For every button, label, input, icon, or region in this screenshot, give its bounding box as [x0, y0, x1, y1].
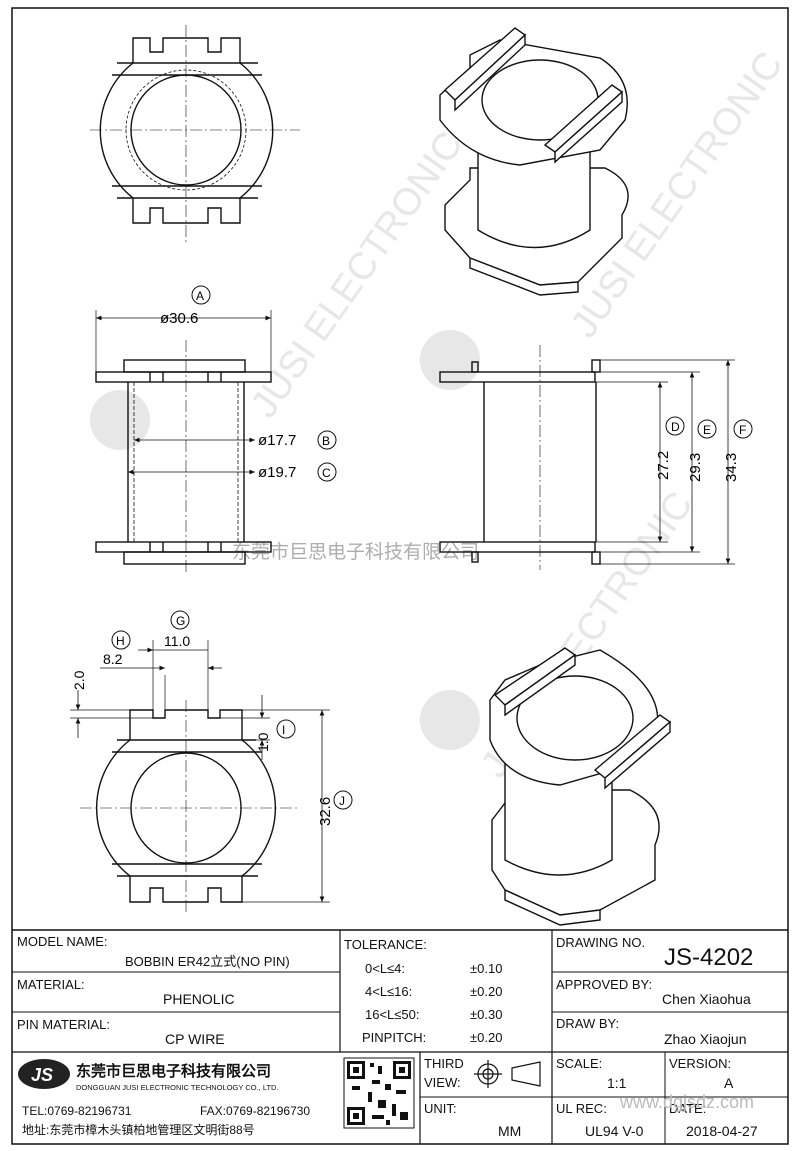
pin-material-value: CP WIRE — [165, 1031, 225, 1047]
watermark: JUSI ELECTRONIC JUSI ELECTRONIC JUSI ELE… — [90, 44, 791, 785]
watermark-company: 东莞市巨思电子科技有限公司 — [232, 541, 479, 563]
title-block-grid — [12, 929, 788, 1144]
dim-g-value: 11.0 — [164, 633, 190, 649]
material-label: MATERIAL: — [17, 977, 85, 992]
dim-d-value: 27.2 — [655, 451, 672, 480]
dim-g-tag: G — [176, 614, 185, 628]
dim-a-tag: A — [196, 289, 204, 303]
approved-by-value: Chen Xiaohua — [662, 991, 751, 1007]
tolerance-label: TOLERANCE: — [344, 937, 427, 952]
company-fax: FAX:0769-82196730 — [200, 1104, 310, 1118]
version-label: VERSION: — [669, 1056, 731, 1071]
dim-h2-value: 2.0 — [71, 670, 87, 690]
company-address: 地址:东莞市樟木头镇柏地管理区文明街88号 — [22, 1122, 255, 1137]
version-value: A — [724, 1075, 734, 1091]
company-cn: 东莞市巨思电子科技有限公司 — [76, 1062, 271, 1080]
pin-material-label: PIN MATERIAL: — [17, 1017, 110, 1032]
iso-view-bottom — [489, 647, 672, 926]
ul-rec-value: UL94 V-0 — [585, 1123, 644, 1139]
dim-i-value: 1.0 — [255, 732, 271, 752]
tolerance-value-0: ±0.10 — [470, 961, 502, 976]
company-logo-text: JS — [31, 1065, 53, 1085]
company-logo: JS — [18, 1059, 70, 1089]
third-view-label-2: VIEW: — [424, 1075, 461, 1090]
draw-by-value: Zhao Xiaojun — [664, 1031, 747, 1047]
unit-label: UNIT: — [424, 1101, 457, 1116]
scale-value: 1:1 — [607, 1075, 627, 1091]
dim-b-value: ø17.7 — [258, 432, 296, 449]
dim-c-value: ø19.7 — [258, 464, 296, 481]
qr-code — [343, 1057, 415, 1129]
dim-h-value: 8.2 — [103, 651, 123, 667]
dim-f-value: 34.3 — [723, 453, 740, 482]
draw-by-label: DRAW BY: — [556, 1016, 619, 1031]
third-view-label-1: THIRD — [424, 1056, 464, 1071]
dim-j-value: 32.6 — [317, 797, 334, 826]
date-label: DATE: — [669, 1101, 706, 1116]
dim-h-tag: H — [116, 634, 125, 648]
website-watermark: www.dgjsdz.com — [619, 1092, 754, 1112]
dim-i-tag: I — [282, 723, 285, 737]
drawing-no-label: DRAWING NO. — [556, 935, 645, 950]
top-view — [90, 25, 300, 245]
tolerance-value-3: ±0.20 — [470, 1030, 502, 1045]
side-view — [439, 345, 753, 570]
company-tel: TEL:0769-82196731 — [22, 1104, 132, 1118]
tolerance-value-1: ±0.20 — [470, 984, 502, 999]
dim-e-value: 29.3 — [687, 453, 704, 482]
iso-view-top — [439, 27, 629, 296]
tolerance-range-0: 0<L≤4: — [365, 961, 405, 976]
scale-label: SCALE: — [556, 1056, 602, 1071]
drawing-no-value: JS-4202 — [664, 944, 753, 971]
model-name-value: BOBBIN ER42立式(NO PIN) — [125, 954, 290, 969]
material-value: PHENOLIC — [163, 991, 235, 1007]
tolerance-range-3: PINPITCH: — [362, 1030, 426, 1045]
dim-j-tag: J — [339, 794, 345, 808]
tolerance-value-2: ±0.30 — [470, 1007, 502, 1022]
dim-b-tag: B — [322, 434, 330, 448]
date-value: 2018-04-27 — [686, 1123, 758, 1139]
third-angle-projection-icon — [474, 1060, 541, 1088]
dim-e-tag: E — [703, 423, 711, 437]
approved-by-label: APPROVED BY: — [556, 977, 652, 992]
dim-a-value: ø30.6 — [160, 310, 198, 327]
bottom-view — [70, 610, 353, 915]
tolerance-range-1: 4<L≤16: — [365, 984, 412, 999]
model-name-label: MODEL NAME: — [17, 934, 108, 949]
company-en: DONGGUAN JUSI ELECTRONIC TECHNOLOGY CO.,… — [76, 1083, 279, 1092]
unit-value: MM — [498, 1123, 521, 1139]
dim-f-tag: F — [739, 423, 746, 437]
dim-c-tag: C — [322, 466, 331, 480]
title-block-text: MODEL NAME: BOBBIN ER42立式(NO PIN) MATERI… — [17, 934, 758, 1139]
ul-rec-label: UL REC: — [556, 1101, 607, 1116]
front-view — [95, 285, 337, 575]
dim-d-tag: D — [671, 420, 680, 434]
tolerance-range-2: 16<L≤50: — [365, 1007, 420, 1022]
